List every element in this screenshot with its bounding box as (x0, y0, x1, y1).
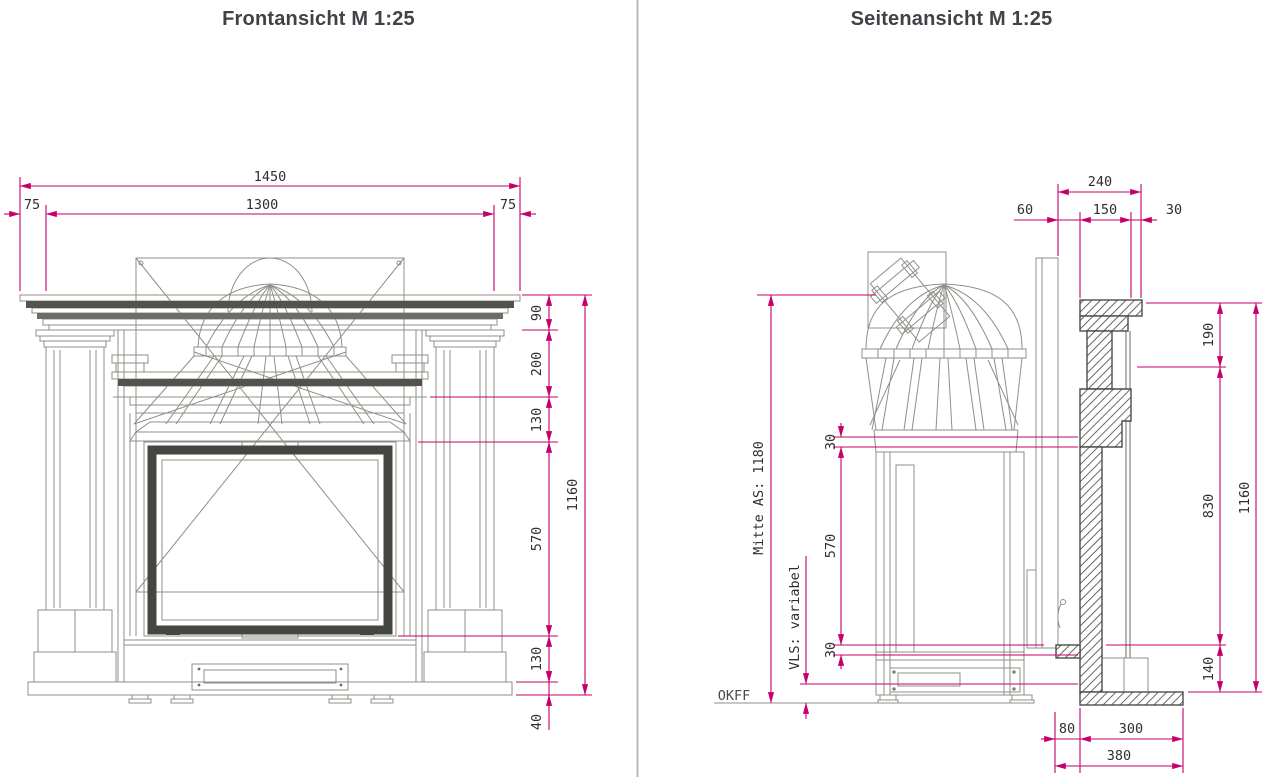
dim-side-stub-lower: 30 (823, 642, 839, 658)
dimension-labels: 1450 1300 75 75 90 200 130 570 130 40 11… (24, 169, 1253, 764)
front-firebox-frame (147, 445, 393, 635)
side-view-title: Seitenansicht M 1:25 (850, 8, 1053, 30)
dim-side-cornice-height: 190 (1201, 323, 1217, 347)
dim-side-base-total: 380 (1107, 748, 1131, 764)
dim-side-flue-axis: Mitte AS: 1180 (751, 441, 767, 555)
dim-front-lower-band: 130 (529, 647, 545, 671)
dimension-lines (4, 177, 1262, 773)
dim-side-vls: VLS: variabel (787, 564, 803, 670)
dim-side-depth-rear: 60 (1017, 202, 1033, 218)
dim-front-shelf: 90 (529, 305, 545, 321)
side-view-drawing (714, 251, 1149, 704)
side-mantel-section (1055, 299, 1184, 706)
side-stove-body (875, 451, 1025, 696)
dim-side-door-height: 570 (823, 534, 839, 558)
dim-front-firebox: 570 (529, 527, 545, 551)
side-cornice-slab (1079, 299, 1143, 317)
dim-side-depth-total: 240 (1088, 174, 1112, 190)
side-door-handle (1060, 599, 1066, 605)
dim-front-total-height: 1160 (565, 479, 581, 512)
dim-side-depth-mid: 150 (1093, 202, 1117, 218)
front-base-plate (27, 681, 513, 696)
front-arch (227, 257, 313, 313)
dim-side-base-rear: 80 (1059, 721, 1075, 737)
dim-front-upper-band: 130 (529, 408, 545, 432)
dim-side-total-height: 1160 (1237, 482, 1253, 515)
label-okff: OKFF (718, 688, 751, 704)
dim-front-margin-left: 75 (24, 197, 40, 213)
side-base-slab (1079, 691, 1184, 706)
dim-front-base-plate: 40 (529, 714, 545, 730)
dim-side-base-height: 140 (1201, 657, 1217, 681)
dim-side-shaft-height: 830 (1201, 494, 1217, 518)
side-back-panel (1035, 257, 1059, 649)
dim-front-total-width: 1450 (254, 169, 287, 185)
side-dome (865, 283, 1023, 350)
dim-side-depth-front: 30 (1166, 202, 1182, 218)
side-flue-pipe (869, 257, 951, 343)
dim-front-frieze: 200 (529, 352, 545, 376)
dim-side-base-mid: 300 (1119, 721, 1143, 737)
front-view-title: Frontansicht M 1:25 (222, 8, 415, 30)
dim-side-stub-upper: 30 (823, 434, 839, 450)
dim-front-margin-right: 75 (500, 197, 516, 213)
dim-front-opening-width: 1300 (246, 197, 279, 213)
